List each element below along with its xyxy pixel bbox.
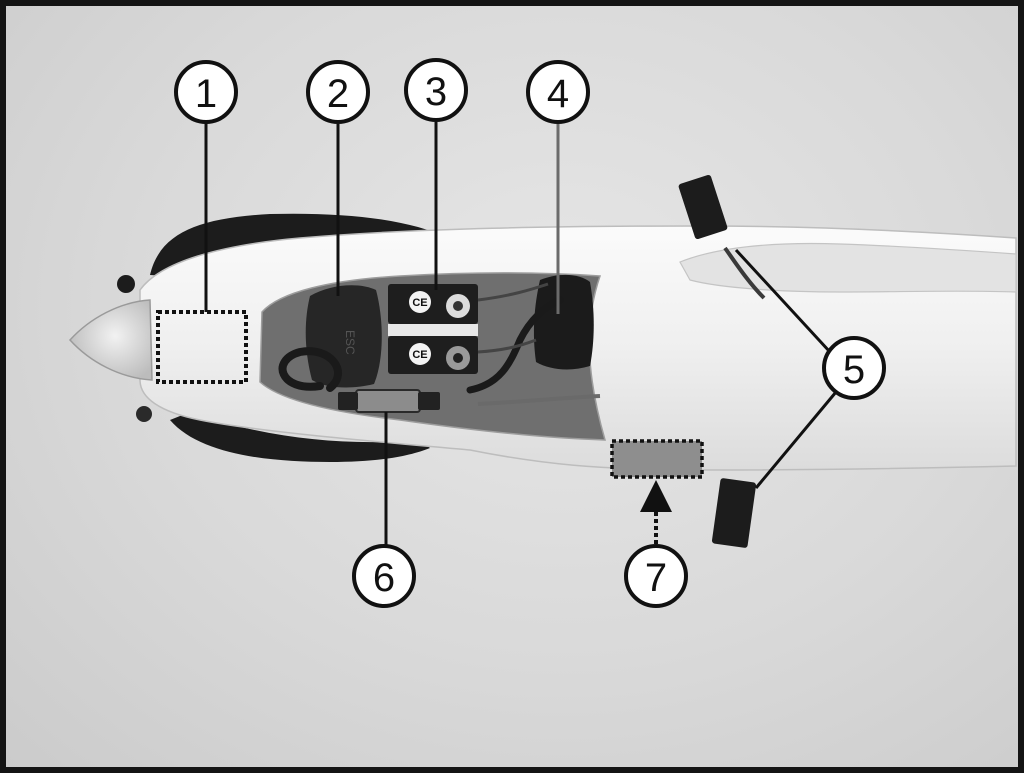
callout-2: 2 [306, 60, 370, 124]
servo-extension-upper-wire [723, 246, 766, 300]
callout-1-label: 1 [195, 72, 217, 116]
callout-2-label: 2 [327, 72, 349, 116]
marker-box-1 [156, 310, 248, 384]
callout-3-label: 3 [425, 70, 447, 114]
callout-1: 1 [174, 60, 238, 124]
servo-extension-lower-plug [711, 478, 757, 548]
rear-canopy-recess [679, 242, 1017, 293]
battery-connector [355, 389, 421, 413]
nose-spinner [68, 299, 153, 381]
callout-7-label: 7 [645, 556, 667, 600]
callout-4-label: 4 [547, 72, 569, 116]
arrow-up-icon [640, 480, 672, 512]
servo-upper-mark: CE [412, 297, 427, 309]
callout-3: 3 [404, 58, 468, 122]
marker-box-7 [610, 439, 704, 479]
leader-line-5b [754, 391, 838, 489]
callout-4: 4 [526, 60, 590, 124]
nose-peg-bottom [136, 406, 152, 422]
aileron-lead-wires [477, 394, 601, 406]
aircraft-fuselage-diagram: ESC CE CE 1 2 3 [68, 58, 1017, 608]
leader-line-5a [734, 248, 832, 354]
battery-wire [466, 296, 564, 394]
callout-6-label: 6 [373, 556, 395, 600]
wing-root-cover-bottom [170, 412, 430, 462]
servo-bracket [388, 324, 478, 336]
speed-controller [305, 285, 382, 388]
servo-lower-mark: CE [412, 349, 427, 361]
callout-5-label: 5 [843, 348, 865, 392]
callout-5: 5 [822, 336, 886, 400]
nose-peg-top [117, 275, 135, 293]
callout-6: 6 [352, 544, 416, 608]
callout-7: 7 [624, 544, 688, 608]
controller-print: ESC [343, 330, 357, 355]
servo-lead-wires [477, 282, 549, 354]
servo-extension-upper-plug [678, 174, 728, 240]
receiver [533, 274, 594, 370]
motor-wire-loop [278, 347, 342, 392]
